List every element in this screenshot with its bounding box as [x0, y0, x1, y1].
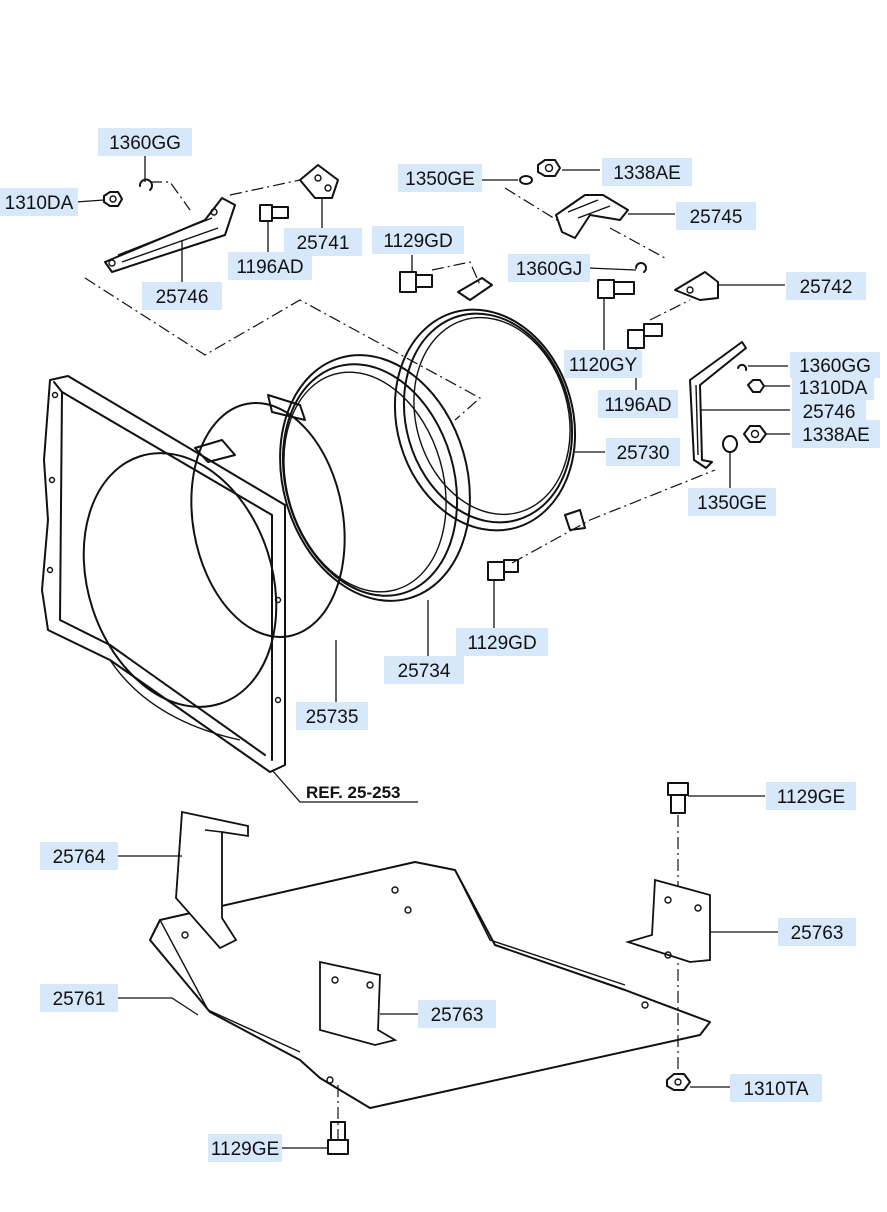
svg-text:25761: 25761: [53, 989, 106, 1010]
svg-text:1338AE: 1338AE: [802, 425, 870, 446]
svg-text:1350GE: 1350GE: [697, 493, 767, 514]
bolt-1196AD-right: [627, 323, 663, 349]
label-1350GE-top: 1350GE: [398, 164, 482, 192]
label-1338AE-right: 1338AE: [792, 420, 880, 448]
label-25763-right: 25763: [778, 918, 856, 946]
svg-text:25730: 25730: [617, 443, 670, 464]
bolt-1129GD-top: [399, 271, 433, 293]
svg-text:25746: 25746: [156, 287, 209, 308]
clip-1360GJ: [635, 262, 647, 273]
svg-text:1360GG: 1360GG: [799, 356, 871, 377]
label-25761: 25761: [40, 984, 118, 1012]
label-25734: 25734: [384, 656, 464, 684]
label-1196AD-top: 1196AD: [228, 252, 312, 280]
nut-1338AE-top: [537, 159, 561, 177]
washer-1350GE-top: [519, 175, 533, 185]
clip-1360GG-upper: [139, 178, 153, 191]
svg-text:1129GD: 1129GD: [383, 231, 452, 252]
label-25735: 25735: [296, 702, 368, 730]
bolt-1196AD-upper: [259, 204, 289, 222]
bolt-1120GY: [597, 279, 635, 299]
shroud-ring-25734: [279, 354, 471, 602]
svg-text:1129GE: 1129GE: [211, 1139, 279, 1160]
svg-text:1129GD: 1129GD: [467, 633, 536, 654]
fan-shroud-25730: [393, 277, 586, 532]
label-25746-top: 25746: [142, 282, 222, 310]
svg-text:1310TA: 1310TA: [743, 1079, 808, 1100]
svg-text:1360GJ: 1360GJ: [516, 259, 583, 280]
label-1360GJ: 1360GJ: [508, 254, 590, 282]
label-1129GD-lower: 1129GD: [456, 628, 548, 656]
label-1129GE-top: 1129GE: [766, 782, 856, 810]
label-25741: 25741: [284, 228, 362, 256]
bolt-1129GE-bottom: [327, 1121, 349, 1155]
svg-text:25763: 25763: [431, 1005, 484, 1026]
bracket-25746-right: [689, 341, 747, 469]
svg-text:25742: 25742: [800, 277, 853, 298]
label-25730: 25730: [606, 438, 680, 466]
label-25764: 25764: [40, 842, 118, 870]
label-25746-right: 25746: [792, 398, 866, 424]
nut-1338AE-right: [743, 425, 767, 443]
svg-text:1120GY: 1120GY: [569, 355, 638, 376]
upper-bracket-25746: [104, 197, 236, 273]
label-1360GG-top-left: 1360GG: [98, 128, 192, 156]
svg-text:25741: 25741: [297, 233, 350, 254]
svg-text:1350GE: 1350GE: [405, 169, 475, 190]
label-1129GD-top: 1129GD: [372, 226, 464, 254]
svg-text:1310DA: 1310DA: [5, 193, 74, 214]
bolt-1129GE-top: [667, 782, 689, 814]
washer-1350GE-right: [722, 435, 738, 453]
radiator-frame: [41, 375, 286, 773]
label-1310DA-top-left: 1310DA: [0, 188, 78, 216]
svg-text:1196AD: 1196AD: [604, 395, 671, 416]
label-1120GY: 1120GY: [564, 350, 642, 378]
svg-text:25745: 25745: [690, 207, 743, 228]
under-cover-25761: [149, 861, 711, 1109]
bracket-25745: [555, 194, 629, 239]
clip-1360GG-right: [737, 363, 748, 371]
svg-text:REF. 25-253: REF. 25-253: [306, 783, 401, 802]
svg-text:25734: 25734: [398, 661, 451, 682]
bolt-1129GD-lower: [487, 559, 519, 581]
bracket-25764: [175, 810, 249, 950]
svg-text:1196AD: 1196AD: [236, 257, 303, 278]
svg-text:1310DA: 1310DA: [799, 378, 868, 399]
shroud-ring-25735: [190, 394, 346, 638]
svg-text:1338AE: 1338AE: [613, 163, 681, 184]
svg-text:25735: 25735: [306, 707, 359, 728]
label-1196AD-right: 1196AD: [598, 390, 678, 418]
leader-lines: [75, 156, 790, 1149]
bracket-25742: [674, 271, 719, 301]
label-1310DA-right: 1310DA: [792, 374, 874, 400]
label-1360GG-right: 1360GG: [790, 352, 880, 378]
upper-bracket-25741: [299, 164, 339, 199]
svg-text:25763: 25763: [791, 923, 844, 944]
nut-1310DA-right: [747, 379, 765, 393]
svg-text:1360GG: 1360GG: [109, 133, 181, 154]
label-25745: 25745: [676, 202, 756, 230]
bracket-25763-center: [319, 960, 398, 1046]
svg-text:1129GE: 1129GE: [777, 787, 845, 808]
label-1350GE-right: 1350GE: [688, 488, 776, 516]
label-1338AE-top: 1338AE: [602, 158, 692, 186]
label-25763-center: 25763: [418, 1000, 496, 1028]
nut-1310TA: [666, 1073, 691, 1091]
label-1129GE-bottom: 1129GE: [208, 1134, 282, 1162]
label-1310TA: 1310TA: [730, 1074, 822, 1102]
nut-1310DA-upper: [103, 191, 123, 207]
svg-text:25746: 25746: [803, 402, 856, 423]
label-25742: 25742: [786, 272, 866, 300]
bracket-25763-right: [624, 878, 711, 963]
svg-text:25764: 25764: [53, 847, 106, 868]
label-ref-25-253: REF. 25-253: [306, 783, 401, 802]
